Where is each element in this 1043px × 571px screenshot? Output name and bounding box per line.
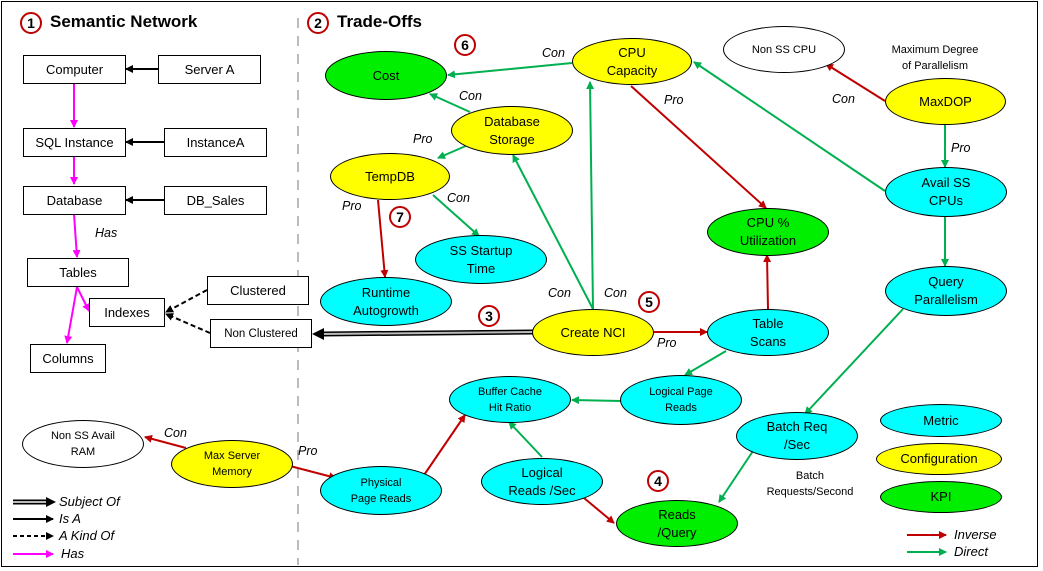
marker-4: 4 (647, 470, 669, 492)
semantic-network-title: Semantic Network (50, 12, 198, 31)
legend-is-a: Is A (59, 511, 81, 526)
label-storage-tempdb: Pro (413, 132, 433, 146)
node-physical-page-reads[interactable]: Physical Page Reads (320, 466, 442, 515)
legend-subjectof-arrowhead (46, 497, 56, 507)
label-tempdb-startup: Con (447, 191, 470, 205)
legend-has: Has (61, 546, 85, 561)
node-non-clustered[interactable]: Non Clustered (210, 319, 312, 348)
node-database[interactable]: Database (23, 186, 126, 215)
edge-logicalpage-buffer (571, 396, 622, 405)
node-cost[interactable]: Cost (325, 51, 447, 100)
edge-logicalreads-buffer (508, 421, 543, 458)
section-1-marker: 1 (20, 12, 42, 34)
node-database-storage[interactable]: Database Storage (451, 106, 573, 155)
node-buffer-cache-hit-ratio[interactable]: Buffer Cache Hit Ratio (449, 376, 571, 423)
edge-createnci-nonclustered-arrowhead (312, 328, 324, 340)
edge-tempdb-startup (432, 194, 480, 237)
node-clustered[interactable]: Clustered (207, 276, 309, 305)
edge-tables-columns (64, 286, 78, 344)
edge-msm-nonss (144, 434, 187, 449)
node-batch-req-sec[interactable]: Batch Req /Sec (736, 412, 858, 460)
edge-storage-tempdb (437, 144, 469, 159)
maxdop-note: Maximum Degree of Parallelism (891, 44, 979, 72)
node-cpu-utilization[interactable]: CPU % Utilization (707, 208, 829, 256)
tradeoffs-title: Trade-Offs (337, 12, 423, 31)
edge-logicalreads-readsquery (583, 497, 615, 524)
node-table-scans[interactable]: Table Scans (707, 309, 829, 356)
edge-physical-buffer (421, 414, 466, 479)
label-msm-physical: Pro (298, 444, 318, 458)
edge-tables-indexes (76, 286, 90, 312)
edge-cpu-cost (447, 62, 573, 79)
legend-configuration: Configuration (876, 443, 1002, 475)
node-non-ss-avail-ram[interactable]: Non SS Avail RAM (22, 420, 144, 468)
node-non-ss-cpu[interactable]: Non SS CPU (723, 26, 845, 73)
section-2-marker: 2 (307, 12, 329, 34)
batch-note: Batch Requests/Second (766, 470, 854, 498)
legend-inverse: Inverse (954, 527, 997, 542)
node-computer[interactable]: Computer (23, 55, 126, 84)
legend-kpi: KPI (880, 481, 1002, 513)
has-label: Has (95, 226, 118, 240)
legend-subject-of: Subject Of (59, 494, 120, 509)
edge-scans-util (763, 254, 772, 310)
edge-database-tables (72, 213, 81, 258)
label-cpu-util: Pro (664, 93, 684, 107)
node-create-nci[interactable]: Create NCI (532, 309, 654, 356)
edge-batch-readsquery (718, 450, 754, 503)
node-reads-query[interactable]: Reads /Query (616, 500, 738, 547)
edge-storage-cost (429, 93, 471, 113)
label-nci-cpu: Con (604, 286, 627, 300)
node-sql-instance[interactable]: SQL Instance (23, 128, 126, 157)
marker-7: 7 (389, 206, 411, 228)
edge-scans-logicalpage (684, 350, 727, 376)
label-nci-storage: Con (548, 286, 571, 300)
edge-nci-storage (512, 154, 594, 310)
node-instance-a[interactable]: InstanceA (164, 128, 267, 157)
node-tables[interactable]: Tables (27, 258, 129, 287)
node-logical-reads-sec[interactable]: Logical Reads /Sec (481, 458, 603, 505)
node-ss-startup-time[interactable]: SS Startup Time (415, 235, 547, 284)
edge-maxdop-nonss (825, 63, 886, 102)
edge-nci-cpu (586, 81, 595, 310)
node-columns[interactable]: Columns (30, 344, 106, 373)
label-maxdop-avail: Pro (951, 141, 971, 155)
node-query-parallelism[interactable]: Query Parallelism (885, 266, 1007, 316)
node-indexes[interactable]: Indexes (89, 298, 165, 327)
edge-avail-cpu (693, 61, 886, 192)
edge-createnci-nonclustered-inner (321, 331, 534, 335)
node-logical-page-reads[interactable]: Logical Page Reads (620, 375, 742, 425)
label-cpu-cost: Con (542, 46, 565, 60)
edge-cpu-util (630, 85, 767, 209)
node-db-sales[interactable]: DB_Sales (164, 186, 267, 215)
label-storage-cost: Con (459, 89, 482, 103)
label-nci-scans: Pro (657, 336, 677, 350)
node-max-server-memory[interactable]: Max Server Memory (171, 440, 293, 488)
edge-clustered-indexes (165, 289, 208, 313)
edge-msm-physical (289, 465, 337, 481)
edge-tempdb-autogrowth (377, 199, 389, 278)
marker-3: 3 (478, 305, 500, 327)
node-runtime-autogrowth[interactable]: Runtime Autogrowth (320, 277, 452, 326)
node-maxdop[interactable]: MaxDOP (885, 78, 1006, 125)
legend-a-kind-of: A Kind Of (59, 528, 115, 543)
label-tempdb-autogrowth: Pro (342, 199, 362, 213)
label-msm-nonss: Con (164, 426, 187, 440)
marker-5: 5 (638, 291, 660, 313)
marker-6: 6 (454, 34, 476, 56)
legend-direct: Direct (954, 544, 988, 559)
node-tempdb[interactable]: TempDB (330, 153, 450, 200)
label-maxdop-nonss: Con (832, 92, 855, 106)
legend-metric: Metric (880, 404, 1002, 437)
node-avail-ss-cpus[interactable]: Avail SS CPUs (885, 167, 1007, 217)
node-server-a[interactable]: Server A (158, 55, 261, 84)
edge-nonclustered-indexes (165, 313, 211, 334)
edge-query-batch (804, 308, 904, 415)
node-cpu-capacity[interactable]: CPU Capacity (572, 38, 692, 85)
